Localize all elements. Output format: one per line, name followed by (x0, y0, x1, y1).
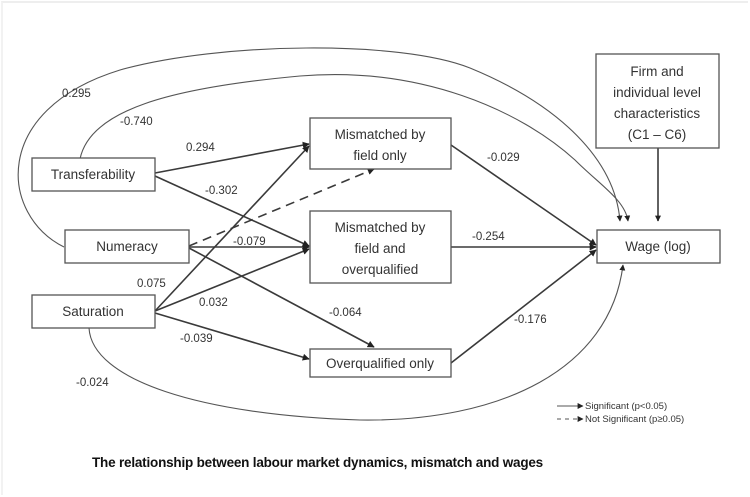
edge-numeracy-to-wage (17, 47, 623, 248)
coef-label-mismatch-field-overqualified-to-wage: -0.254 (472, 231, 505, 243)
node-mismatch-field-overqualified-label-line3: overqualified (342, 262, 419, 277)
edge-saturation-to-wage (88, 264, 626, 421)
node-overqualified-only: Overqualified only (309, 348, 452, 378)
edge-transferability-to-mismatch-field-only (154, 141, 310, 174)
edge-saturation-to-overqualified-only (154, 312, 310, 361)
figure-caption: The relationship between labour market d… (92, 455, 543, 470)
node-mismatch-field-only-label-line1: Mismatched by (335, 127, 426, 142)
coef-label-saturation-to-overqualified-only: -0.039 (180, 333, 213, 345)
edge-saturation-to-mismatch-field-overqualified (154, 248, 310, 312)
edge-mismatch-field-only-to-wage (450, 144, 597, 246)
edges-layer (17, 47, 661, 421)
edge-numeracy-to-mismatch-field-only (188, 168, 375, 247)
node-mismatch-field-only: Mismatched by field only (309, 117, 452, 170)
node-controls: Firm and individual level characteristic… (595, 53, 720, 149)
node-mismatch-field-overqualified-label-line2: field and (354, 241, 405, 256)
node-numeracy-label: Numeracy (96, 239, 158, 254)
edge-transferability-to-mismatch-field-overqualified (154, 175, 310, 247)
edge-numeracy-to-overqualified-only (188, 247, 375, 348)
node-mismatch-field-overqualified-label-line1: Mismatched by (335, 220, 426, 235)
legend: Significant (p<0.05) Not Significant (p≥… (557, 401, 684, 425)
node-controls-label-line3: characteristics (614, 106, 701, 121)
coef-label-saturation-to-wage: -0.024 (76, 377, 109, 389)
node-controls-label-line4: (C1 – C6) (628, 127, 687, 142)
coef-label-overqualified-only-to-wage: -0.176 (514, 314, 547, 326)
node-wage-label: Wage (log) (625, 239, 691, 254)
coef-label-saturation-to-mismatch-field-overqualified: 0.032 (199, 297, 228, 309)
edge-transferability-to-wage (79, 74, 631, 222)
node-mismatch-field-only-label-line2: field only (353, 148, 407, 163)
edge-overqualified-only-to-wage (450, 249, 597, 364)
node-overqualified-only-label: Overqualified only (326, 356, 434, 371)
coef-label-transferability-to-wage: -0.740 (120, 116, 153, 128)
node-saturation: Saturation (31, 294, 156, 329)
node-wage: Wage (log) (596, 229, 721, 264)
node-transferability: Transferability (31, 157, 156, 192)
coef-label-saturation-to-mismatch-field-only: 0.075 (137, 278, 166, 290)
coef-label-mismatch-field-only-to-wage: -0.029 (487, 152, 520, 164)
node-controls-label-line1: Firm and (630, 64, 683, 79)
legend-not-significant-label: Not Significant (p≥0.05) (585, 414, 684, 425)
coef-label-numeracy-to-wage: 0.295 (62, 88, 91, 100)
legend-significant-label: Significant (p<0.05) (585, 401, 667, 412)
edge-labels-layer: 0.295 -0.740 0.294 -0.302 -0.079 0.075 0… (62, 88, 547, 389)
node-transferability-label: Transferability (51, 167, 136, 182)
node-mismatch-field-overqualified: Mismatched by field and overqualified (309, 210, 452, 284)
coef-label-numeracy-to-mismatch-field-overqualified: -0.079 (233, 236, 266, 248)
coef-label-numeracy-to-overqualified-only: -0.064 (329, 307, 362, 319)
node-numeracy: Numeracy (64, 229, 190, 264)
node-controls-label-line2: individual level (613, 85, 701, 100)
edge-saturation-to-mismatch-field-only (154, 145, 310, 312)
coef-label-transferability-to-mismatch-field-only: 0.294 (186, 142, 215, 154)
node-saturation-label: Saturation (62, 304, 124, 319)
coef-label-transferability-to-mismatch-field-overqualified: -0.302 (205, 185, 238, 197)
